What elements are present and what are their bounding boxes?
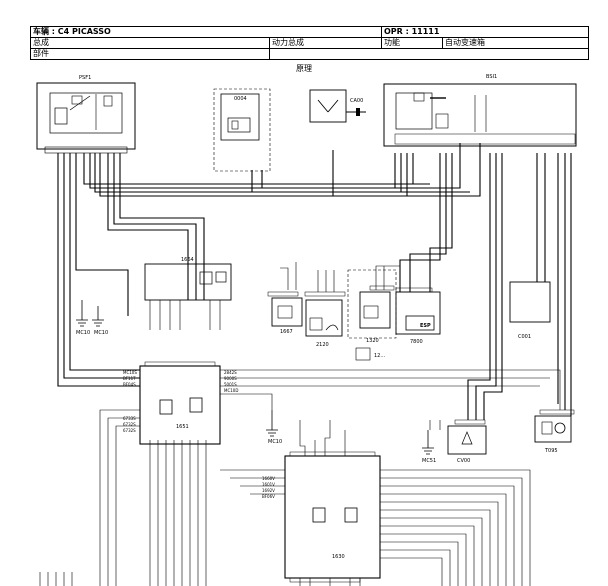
label-1660v: 1660V xyxy=(262,476,275,481)
component-1320: 1320 12... xyxy=(347,269,397,361)
ca00-label: CA00 xyxy=(350,98,363,104)
powertrain-label: 动力总成 xyxy=(272,38,304,47)
k1630-label: 1630 xyxy=(332,554,345,560)
label-6732s-a: 6732S xyxy=(123,422,136,427)
psf1-label: PSF1 xyxy=(79,75,91,81)
function-value: 自动变速箱 xyxy=(445,38,485,47)
label-bf06v: BF06V xyxy=(262,494,275,499)
component-1630: 1630 1660V 1601V 1692V BF06V xyxy=(262,455,381,579)
header-table: 车辆 : C4 PICASSO OPR : 11111 总成 动力总成 功能 自… xyxy=(30,26,589,60)
ground-mc10-b: MC10 xyxy=(92,306,108,336)
divider xyxy=(442,38,443,49)
ground-mc51: MC51 xyxy=(422,430,436,464)
c001-label: C001 xyxy=(518,334,531,340)
k2120-label: 2120 xyxy=(316,342,329,348)
label-1692v: 1692V xyxy=(262,488,275,493)
label-6732s-b: 6732S xyxy=(123,428,136,433)
k1651-label: 1651 xyxy=(176,424,189,430)
component-cv00: CV00 xyxy=(447,425,487,464)
k12-label: 12... xyxy=(374,353,386,359)
label-6733s: 6733S xyxy=(123,416,136,421)
mc10b-label: MC10 xyxy=(94,330,108,336)
diagram-title: 原理 xyxy=(296,64,312,73)
c0004-label: 0004 xyxy=(234,96,247,102)
component-t095: T095 xyxy=(534,415,572,454)
mc10a-label: MC10 xyxy=(76,330,90,336)
vehicle-label: 车辆 : C4 PICASSO xyxy=(33,27,111,36)
ground-mc10-a: MC10 xyxy=(76,300,90,336)
k1667-label: 1667 xyxy=(280,329,293,335)
divider xyxy=(269,38,270,60)
k7800-label: 7800 xyxy=(410,339,423,345)
k1320-label: 1320 xyxy=(366,338,379,344)
mc10c-label: MC10 xyxy=(268,439,282,445)
component-0004: 0004 xyxy=(213,88,271,172)
bsi1-box: BSI1 xyxy=(383,74,577,147)
t095-label: T095 xyxy=(544,448,558,454)
label-bf04s: BF04S xyxy=(123,382,136,387)
k1664-label: 1664 xyxy=(181,257,194,263)
opr-label: OPR : 11111 xyxy=(384,27,440,36)
divider xyxy=(381,27,382,49)
psf1-fuse-box: PSF1 xyxy=(36,75,136,154)
function-label: 功能 xyxy=(384,38,400,47)
cv00-label: CV00 xyxy=(457,458,470,464)
mc51-label: MC51 xyxy=(422,458,436,464)
component-1664: 1664 xyxy=(144,257,232,301)
main-harness-wires xyxy=(57,143,572,420)
assembly-label: 总成 xyxy=(33,38,49,47)
label-1601v: 1601V xyxy=(262,482,275,487)
esp-label: ESP xyxy=(420,323,431,329)
part-label: 部件 xyxy=(33,49,49,58)
label-mc10d: MC10D xyxy=(224,388,238,393)
label-mc10s: MC10S xyxy=(123,370,137,375)
component-c001: C001 xyxy=(509,281,551,340)
bsi1-label: BSI1 xyxy=(486,74,497,80)
label-5001s: 5001S xyxy=(224,382,237,387)
component-1667: 1667 xyxy=(271,297,303,335)
label-bf11t: BF11T xyxy=(123,376,136,381)
label-2842s: 2842S xyxy=(224,370,237,375)
component-2120: 2120 xyxy=(305,299,343,348)
ca00-switch: CA00 xyxy=(309,89,366,123)
header-row-2: 总成 动力总成 功能 自动变速箱 xyxy=(31,38,588,49)
header-row-3: 部件 xyxy=(31,49,588,60)
label-9000s: 9000S xyxy=(224,376,237,381)
ground-mc10-c: MC10 xyxy=(266,410,282,445)
component-7800: ESP 7800 xyxy=(395,291,441,345)
header-row-1: 车辆 : C4 PICASSO OPR : 11111 xyxy=(31,27,588,38)
connector-pins xyxy=(144,285,575,583)
